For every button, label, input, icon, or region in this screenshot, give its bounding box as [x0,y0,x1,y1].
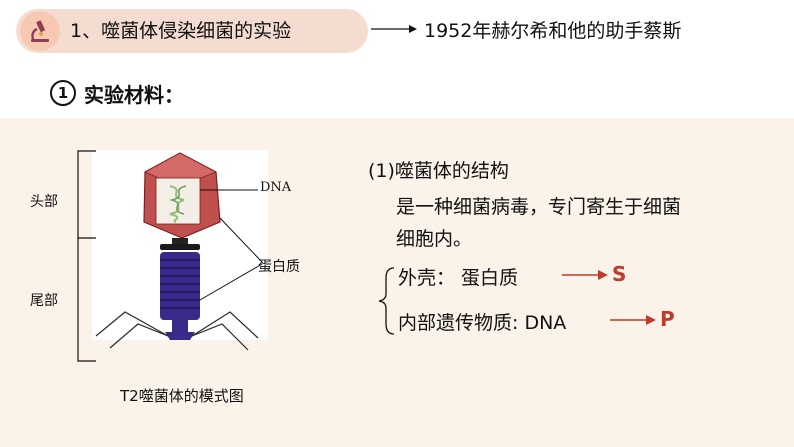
arrow-icon [610,315,656,325]
shell-element: S [612,262,627,286]
phage-diagram [77,150,263,362]
title-pill [16,9,368,53]
arrow-icon [562,270,608,280]
tail-fibers [95,311,259,351]
tail-label: 尾部 [30,293,58,309]
page-title: 1、噬菌体侵染细菌的实验 [70,20,292,42]
structure-description-line2: 细胞内。 [396,228,473,250]
protein-pointer-tail [199,263,263,301]
head-bracket [77,150,96,239]
structure-title: (1)噬菌体的结构 [368,160,509,182]
brace-icon [378,267,395,335]
dna-core [155,177,201,225]
tail-sheath [160,252,200,320]
section-title: 实验材料： [84,83,184,107]
tail-bracket [77,238,96,362]
inner-element: P [660,307,675,331]
protein-pointer-head [219,217,263,263]
dna-helix [169,185,185,223]
head-label: 头部 [30,194,58,210]
baseplate [165,332,195,340]
arrow-icon [371,25,417,33]
title-note: 1952年赫尔希和他的助手蔡斯 [424,20,682,42]
dna-label: DNA [260,180,292,195]
phage-collar [172,238,188,244]
figure-caption: T2噬菌体的模式图 [120,387,244,405]
microscope-icon [20,11,60,51]
structure-description-line1: 是一种细菌病毒，专门寄生于细菌 [396,196,682,218]
shell-label: 外壳： 蛋白质 [398,267,519,289]
section-number-badge: 1 [50,80,76,106]
protein-label: 蛋白质 [258,259,300,275]
inner-material-label: 内部遗传物质: DNA [398,312,567,334]
